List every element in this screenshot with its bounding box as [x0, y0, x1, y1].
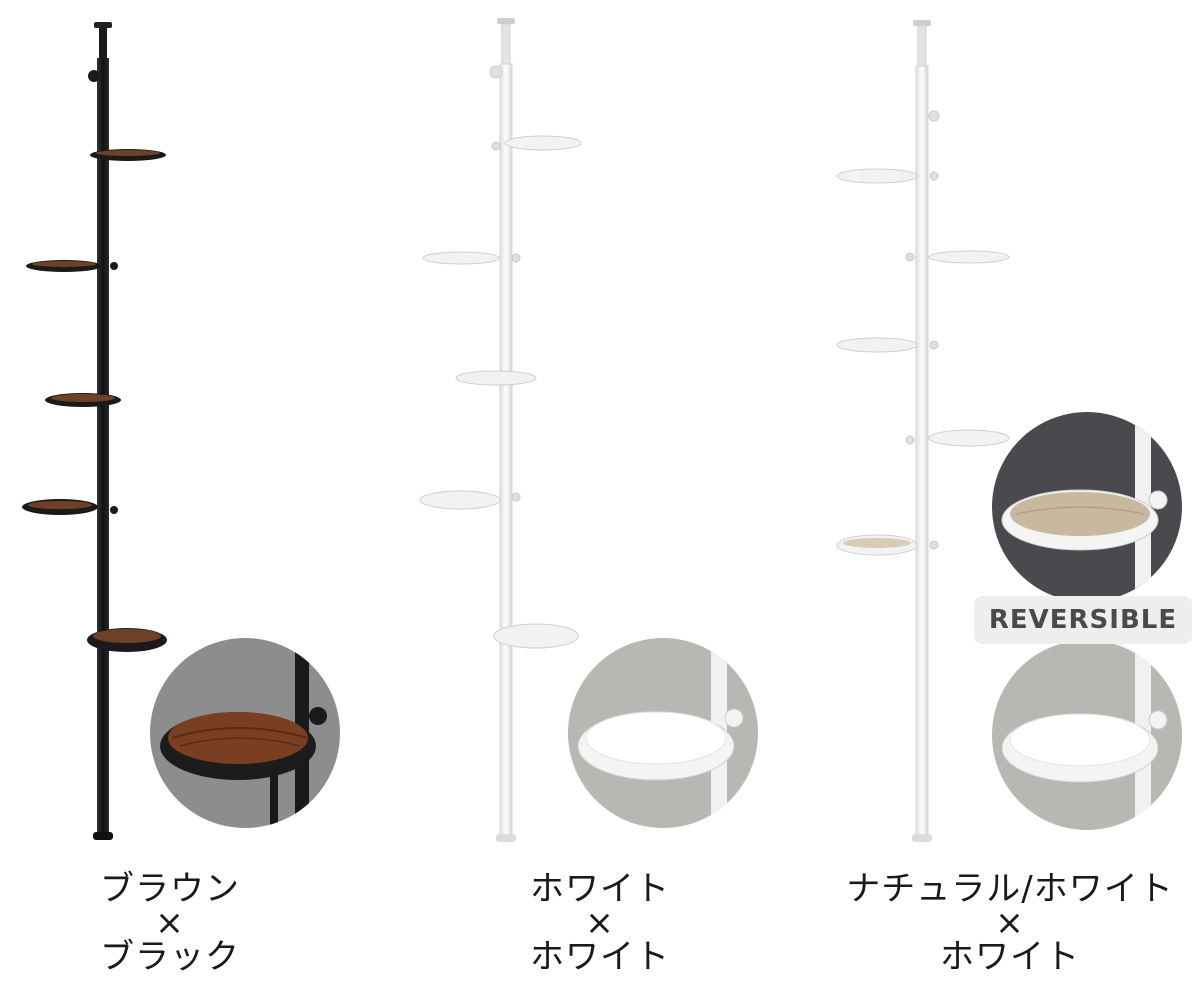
product-caption-3: ナチュラル/ホワイト × ホワイト [830, 872, 1190, 974]
color-name: ナチュラル/ホワイト [846, 869, 1174, 909]
white-tension-pole-stand [419, 18, 582, 842]
brown-tray-closeup [150, 638, 340, 828]
product-natural-white: ナチュラル/ホワイト × ホワイト [800, 0, 1200, 1000]
color-name: ブラウン [100, 869, 240, 909]
product-caption-1: ブラウン × ブラック [70, 872, 270, 974]
product-white-white: ホワイト × ホワイト [400, 0, 780, 1000]
frame-color: ブラック [100, 937, 240, 977]
separator: × [995, 903, 1025, 943]
white-side-tray-closeup [992, 640, 1182, 830]
frame-color: ホワイト [530, 937, 670, 977]
natural-tray-closeup [992, 412, 1182, 602]
product-black-brown: ブラウン × ブラック [0, 0, 340, 1000]
color-name: ホワイト [530, 869, 670, 909]
separator: × [585, 903, 615, 943]
frame-color: ホワイト [940, 937, 1080, 977]
reversible-badge: REVERSIBLE [974, 596, 1192, 644]
white-tray-closeup [568, 638, 758, 828]
product-caption-2: ホワイト × ホワイト [500, 872, 700, 974]
white-tension-pole-stand-natural [836, 20, 1010, 842]
black-tension-pole-stand [22, 22, 167, 840]
separator: × [155, 903, 185, 943]
